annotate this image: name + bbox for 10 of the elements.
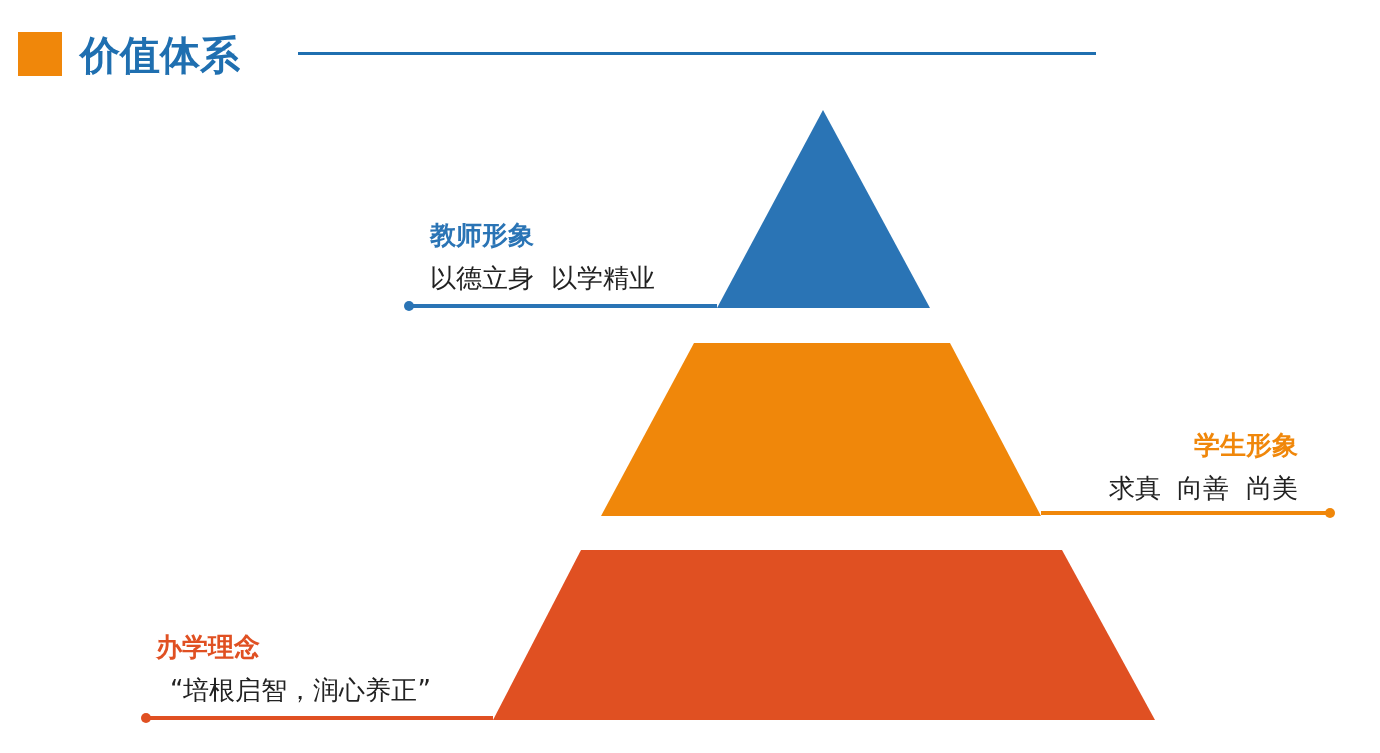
label-heading: 办学理念	[156, 631, 260, 664]
leader-line	[141, 713, 493, 723]
label-heading: 学生形象	[1194, 429, 1298, 462]
label-heading: 教师形象	[430, 219, 534, 252]
title: 价值体系	[80, 31, 240, 80]
label-text: 求真 向善 尚美	[1108, 472, 1298, 505]
leader-line	[404, 301, 717, 311]
label-text: “培根启智，润心养正”	[170, 674, 431, 707]
label-text: 以德立身 以学精业	[430, 262, 655, 295]
leader-line	[1041, 508, 1335, 518]
